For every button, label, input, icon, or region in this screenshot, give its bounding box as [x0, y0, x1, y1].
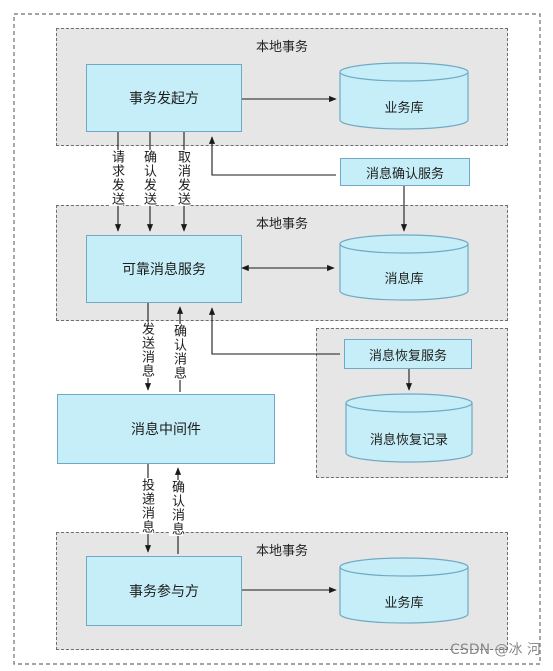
transaction-participant-box: 事务参与方: [86, 556, 242, 626]
message-confirm-service-label: 消息确认服务: [365, 166, 444, 182]
edge-label-confirm-message-1: 确认消息: [171, 324, 186, 380]
csdn-watermark: CSDN @冰 河: [450, 642, 541, 658]
business-db-top-cylinder: [339, 62, 469, 130]
transaction-participant-label: 事务参与方: [129, 584, 199, 600]
message-db-cylinder: [339, 234, 469, 301]
recovery-record-cylinder: [345, 393, 473, 463]
region-title: 本地事务: [255, 217, 308, 232]
reliable-message-service-label: 可靠消息服务: [122, 262, 206, 278]
business-db-bottom-label: 业务库: [384, 596, 424, 611]
edge-label-confirm-message-2: 确认消息: [169, 480, 184, 536]
edge-label-cancel-send: 取消发送: [175, 150, 190, 206]
message-recovery-service-box: 消息恢复服务: [344, 339, 472, 369]
region-title: 本地事务: [255, 40, 308, 55]
reliable-message-service-box: 可靠消息服务: [86, 235, 242, 303]
arrow-recovery-to-reliable: [208, 307, 340, 355]
edge-label-request-send: 请求发送: [109, 150, 124, 206]
arrow-confirm-to-initiator: [208, 136, 336, 176]
edge-label-deliver-message: 投递消息: [139, 478, 154, 534]
recovery-record-label: 消息恢复记录: [369, 433, 448, 448]
business-db-bottom-cylinder: [339, 557, 469, 624]
edge-label-confirm-send: 确认发送: [141, 150, 156, 206]
region-title: 本地事务: [255, 544, 308, 559]
transaction-initiator-box: 事务发起方: [86, 64, 242, 132]
message-recovery-service-label: 消息恢复服务: [368, 348, 447, 364]
message-confirm-service-box: 消息确认服务: [340, 158, 470, 186]
message-middleware-box: 消息中间件: [57, 394, 275, 464]
message-db-label: 消息库: [384, 272, 424, 287]
transaction-initiator-label: 事务发起方: [129, 91, 199, 107]
business-db-top-label: 业务库: [384, 101, 424, 116]
message-middleware-label: 消息中间件: [131, 422, 201, 438]
edge-label-send-message: 发送消息: [139, 322, 154, 378]
